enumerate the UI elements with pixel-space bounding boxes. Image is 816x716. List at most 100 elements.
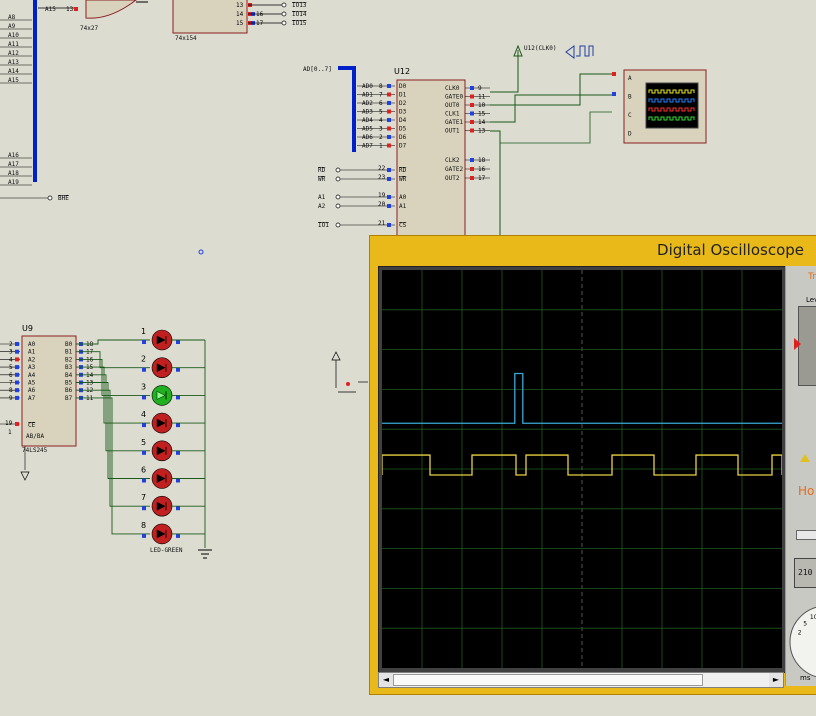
pin-marker[interactable] <box>387 109 391 114</box>
switch-contact[interactable] <box>346 382 350 386</box>
pin-marker[interactable] <box>142 395 146 400</box>
u9-pin-name: B5 <box>65 380 73 387</box>
pin-marker[interactable] <box>142 450 146 455</box>
pin-marker[interactable] <box>176 423 180 428</box>
pin-marker[interactable] <box>612 72 616 76</box>
pin-marker[interactable] <box>470 86 474 90</box>
u9-chip-body[interactable] <box>21 335 77 447</box>
u12-pin-number: 18 <box>478 157 486 164</box>
diode-symbol-icon <box>156 390 166 400</box>
pin-marker[interactable] <box>470 103 474 107</box>
u12-chip-body[interactable] <box>396 79 466 241</box>
pin-marker[interactable] <box>470 167 474 171</box>
u12-pin-number: 16 <box>478 166 486 173</box>
bhe-terminal[interactable] <box>47 195 53 201</box>
io-terminal[interactable] <box>281 11 287 17</box>
pin-marker[interactable] <box>176 395 180 400</box>
pin-marker[interactable] <box>176 533 180 538</box>
pin-marker[interactable] <box>142 506 146 511</box>
scope-channel-label: A <box>628 75 632 82</box>
led-number: 4 <box>141 410 146 419</box>
u12-ctrl-pin: RD <box>399 167 407 174</box>
pin-marker[interactable] <box>387 101 391 105</box>
led-drive-wire <box>76 374 150 452</box>
u9-pin-number: 11 <box>86 395 94 402</box>
pin-marker[interactable] <box>387 223 391 227</box>
pin-marker[interactable] <box>15 365 19 370</box>
pin-marker[interactable] <box>387 126 391 131</box>
horizontal-scrollbar[interactable]: ◄ ► <box>378 672 784 688</box>
oscilloscope-window[interactable]: Digital Oscilloscope ◄ ► Tr Lev -1 0 1 H… <box>369 235 816 695</box>
u9-pin-name: B7 <box>65 395 73 402</box>
pin-marker[interactable] <box>387 143 391 148</box>
scroll-left-arrow-icon[interactable]: ◄ <box>379 673 393 687</box>
u12-pin-number: 7 <box>379 92 383 99</box>
address-net-label: A18 <box>8 170 19 177</box>
scrollbar-thumb[interactable] <box>393 674 703 686</box>
io-terminal[interactable] <box>281 2 287 8</box>
u9-pin-name: A0 <box>28 341 36 348</box>
u12-net-label: AD2 <box>362 100 373 107</box>
ctrl-terminal[interactable] <box>335 222 341 228</box>
u8-pin-number: 13 <box>236 2 244 9</box>
u7-gate-body <box>85 0 137 19</box>
pin-marker[interactable] <box>15 388 19 393</box>
pin-marker[interactable] <box>470 111 474 116</box>
pin-marker[interactable] <box>387 84 391 88</box>
pin-marker[interactable] <box>15 380 19 385</box>
pin-marker[interactable] <box>176 506 180 511</box>
u9-pin-name: A4 <box>28 372 36 379</box>
ad-bus-label: AD[0..7] <box>303 66 332 73</box>
ctrl-terminal[interactable] <box>335 203 341 209</box>
u9-pin-name: A5 <box>28 380 36 387</box>
scope-b-wire <box>490 94 612 123</box>
u9-pin-name: A1 <box>28 349 36 356</box>
pin-marker[interactable] <box>387 177 391 181</box>
u9-pin-number: 14 <box>86 372 94 379</box>
io-terminal[interactable] <box>281 20 287 26</box>
pin-marker[interactable] <box>15 342 19 346</box>
pin-marker[interactable] <box>142 340 146 344</box>
pin-marker[interactable] <box>612 92 616 96</box>
diode-symbol-icon <box>156 529 166 539</box>
dial-value-label: 2 <box>798 629 802 636</box>
ac-dc-toggle-icon[interactable] <box>800 454 810 462</box>
pin-marker[interactable] <box>470 158 474 162</box>
pin-marker[interactable] <box>387 92 391 97</box>
pin-marker[interactable] <box>15 357 19 362</box>
u9-pin-number: 2 <box>9 341 13 348</box>
pin-marker[interactable] <box>470 176 474 180</box>
ctrl-terminal[interactable] <box>335 194 341 200</box>
pin-marker[interactable] <box>176 340 180 344</box>
ctrl-terminal[interactable] <box>335 167 341 173</box>
pin-marker[interactable] <box>176 478 180 483</box>
pin-marker[interactable] <box>15 422 19 426</box>
ctrl-terminal[interactable] <box>335 176 341 182</box>
pin-marker[interactable] <box>142 478 146 483</box>
pin-marker[interactable] <box>470 128 474 133</box>
pin-marker[interactable] <box>15 372 19 377</box>
timebase-dial[interactable]: 25102050100200ms <box>786 592 816 682</box>
pin-marker[interactable] <box>387 135 391 139</box>
pin-marker[interactable] <box>142 423 146 428</box>
u9-pin-number: 3 <box>9 349 13 356</box>
pin-marker[interactable] <box>176 367 180 372</box>
pin-marker[interactable] <box>74 7 78 11</box>
pin-marker[interactable] <box>470 120 474 124</box>
pin-marker[interactable] <box>15 349 19 354</box>
pin-marker[interactable] <box>387 204 391 208</box>
pin-marker[interactable] <box>470 94 474 99</box>
pin-marker[interactable] <box>387 118 391 122</box>
pin-marker[interactable] <box>142 367 146 372</box>
position-slider[interactable] <box>796 530 816 540</box>
pin-marker[interactable] <box>142 533 146 538</box>
clock-waveform-icon <box>576 45 594 57</box>
scroll-right-arrow-icon[interactable]: ► <box>769 673 783 687</box>
power-arrow-icon <box>331 351 341 361</box>
pin-marker[interactable] <box>176 450 180 455</box>
u12-ctrl-net: IO1 <box>318 222 329 229</box>
pin-marker[interactable] <box>15 395 19 400</box>
pin-marker[interactable] <box>387 195 391 199</box>
pin-marker[interactable] <box>387 168 391 172</box>
